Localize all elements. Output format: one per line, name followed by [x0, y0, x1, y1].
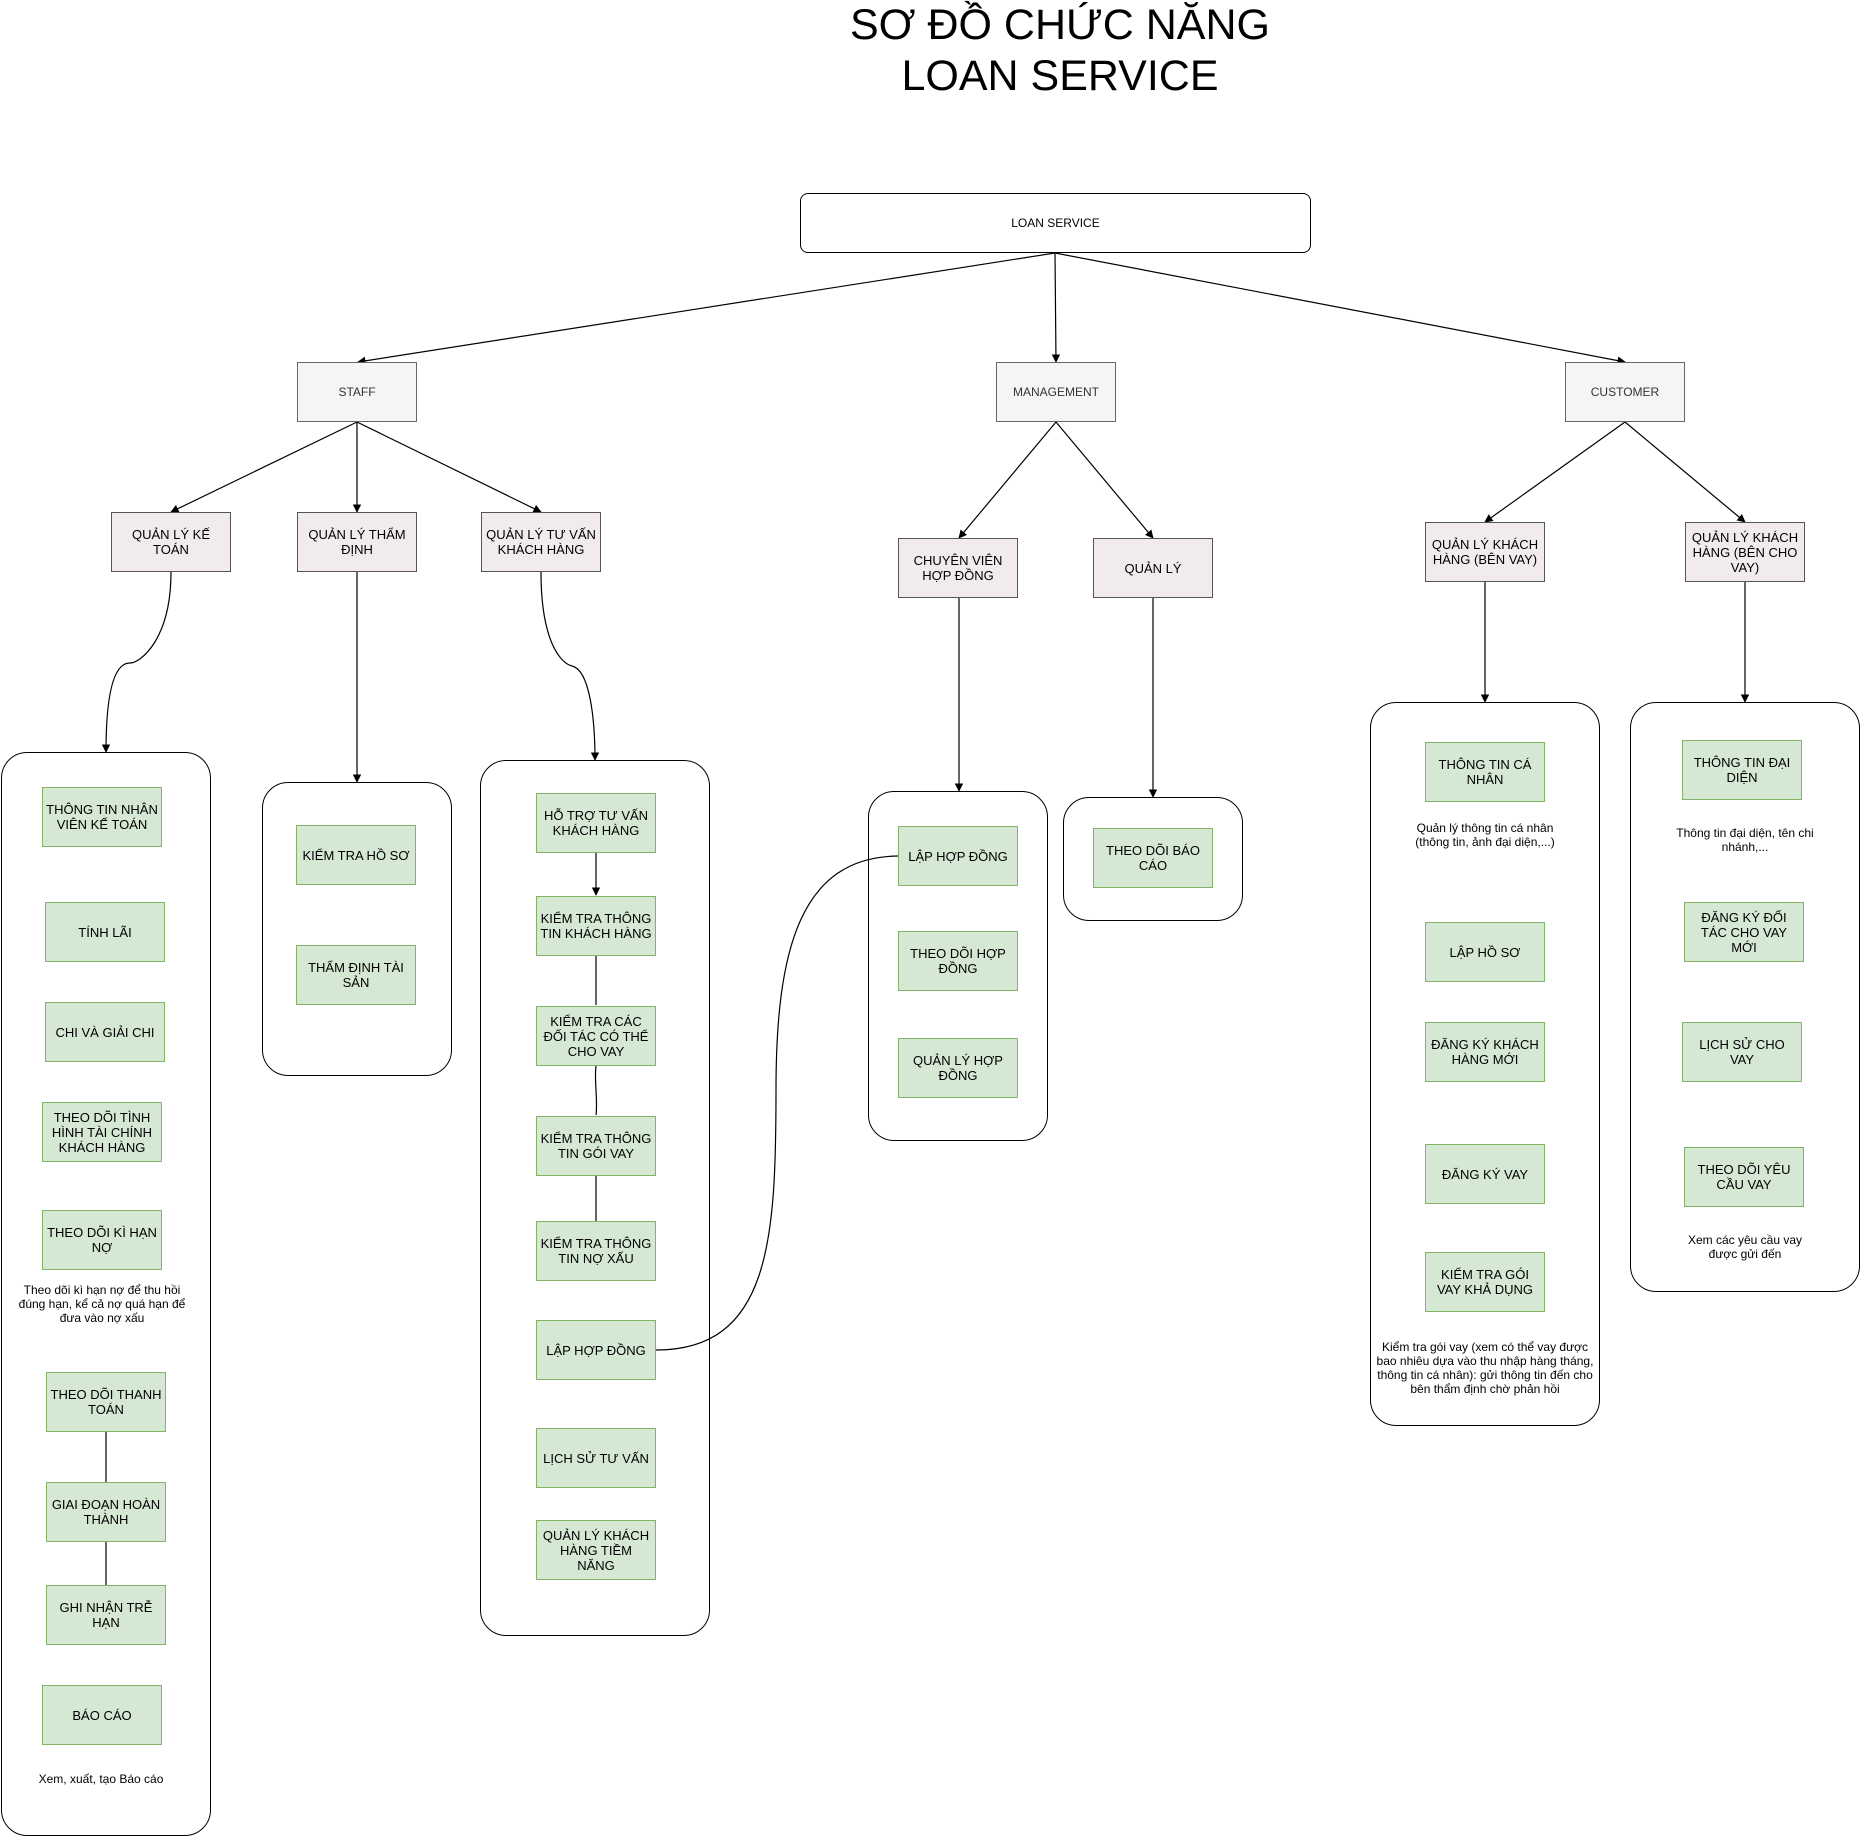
container-chuyen-vien — [868, 791, 1048, 1141]
container-quan-ly — [1063, 797, 1243, 921]
item-kiem-tra-thong-tin-goi-vay[interactable]: KIỂM TRA THÔNG TIN GÓI VAY — [536, 1116, 656, 1176]
title-line-2: LOAN SERVICE — [901, 52, 1219, 100]
note-yeu-cau-vay: Xem các yêu cầu vay được gửi đến — [1687, 1233, 1803, 1261]
item-quan-ly-khach-hang-tiem-nang[interactable]: QUẢN LÝ KHÁCH HÀNG TIỀM NĂNG — [536, 1520, 656, 1580]
item-lich-su-tu-van[interactable]: LỊCH SỬ TƯ VẤN — [536, 1428, 656, 1488]
item-quan-ly-hop-dong[interactable]: QUẢN LÝ HỢP ĐỒNG — [898, 1038, 1018, 1098]
item-ghi-nhan-tre-han[interactable]: GHI NHẬN TRỄ HẠN — [46, 1585, 166, 1645]
item-theo-doi-hop-dong[interactable]: THEO DÕI HỢP ĐỒNG — [898, 931, 1018, 991]
diagram-title: SƠ ĐỒ CHỨC NĂNG LOAN SERVICE — [760, 0, 1360, 102]
edge-doitac-goivay — [594, 1065, 598, 1116]
item-tham-dinh-tai-san[interactable]: THẨM ĐỊNH TÀI SẢN — [296, 945, 416, 1005]
item-tinh-lai[interactable]: TÍNH LÃI — [45, 902, 165, 962]
item-dang-ky-khach-hang-moi[interactable]: ĐĂNG KÝ KHÁCH HÀNG MỚI — [1425, 1022, 1545, 1082]
group-khach-hang-ben-cho-vay[interactable]: QUẢN LÝ KHÁCH HÀNG (BÊN CHO VAY) — [1685, 522, 1805, 582]
item-ho-tro-tu-van[interactable]: HỖ TRỢ TƯ VẤN KHÁCH HÀNG — [536, 793, 656, 853]
edge-laphopdong-link — [655, 855, 899, 1351]
edge-customer-benvay — [1484, 421, 1626, 523]
item-lich-su-cho-vay[interactable]: LỊCH SỬ CHO VAY — [1682, 1022, 1802, 1082]
item-thong-tin-ca-nhan[interactable]: THÔNG TIN CÁ NHÂN — [1425, 742, 1545, 802]
item-bao-cao[interactable]: BÁO CÁO — [42, 1685, 162, 1745]
container-ben-vay — [1370, 702, 1600, 1426]
container-tham-dinh — [262, 782, 452, 1076]
item-lap-hop-dong-tu-van[interactable]: LẬP HỢP ĐỒNG — [536, 1320, 656, 1380]
item-theo-doi-thanh-toan[interactable]: THEO DÕI THANH TOÁN — [46, 1372, 166, 1432]
item-kiem-tra-thong-tin-khach-hang[interactable]: KIỂM TRA THÔNG TIN KHÁCH HÀNG — [536, 896, 656, 956]
group-quan-ly-tu-van[interactable]: QUẢN LÝ TƯ VẤN KHÁCH HÀNG — [481, 512, 601, 572]
container-tu-van — [480, 760, 710, 1636]
item-kiem-tra-ho-so[interactable]: KIỂM TRA HỒ SƠ — [296, 825, 416, 885]
actor-customer[interactable]: CUSTOMER — [1565, 362, 1685, 422]
note-bao-cao: Xem, xuất, tạo Báo cáo — [38, 1772, 164, 1786]
edge-staff-tuvan — [356, 421, 542, 513]
group-quan-ly-ke-toan[interactable]: QUẢN LÝ KẾ TOÁN — [111, 512, 231, 572]
item-lap-ho-so[interactable]: LẬP HỒ SƠ — [1425, 922, 1545, 982]
root-node-loan-service[interactable]: LOAN SERVICE — [800, 193, 1311, 253]
edge-root-customer — [1054, 252, 1626, 365]
item-kiem-tra-goi-vay-kha-dung[interactable]: KIỂM TRA GÓI VAY KHẢ DỤNG — [1425, 1252, 1545, 1312]
container-ben-cho-vay — [1630, 702, 1860, 1292]
group-quan-ly[interactable]: QUẢN LÝ — [1093, 538, 1213, 598]
item-giai-doan-hoan-thanh[interactable]: GIAI ĐOẠN HOÀN THÀNH — [46, 1482, 166, 1542]
item-kiem-tra-doi-tac[interactable]: KIỂM TRA CÁC ĐỐI TÁC CÓ THỂ CHO VAY — [536, 1006, 656, 1066]
note-kiem-tra-goi-vay: Kiểm tra gói vay (xem có thể vay được ba… — [1376, 1340, 1594, 1396]
edge-customer-benchovay — [1624, 421, 1746, 523]
edge-ketoan-container — [101, 571, 172, 753]
item-dang-ky-doi-tac-cho-vay-moi[interactable]: ĐĂNG KÝ ĐỐI TÁC CHO VAY MỚI — [1684, 902, 1804, 962]
edge-tuvan-container — [540, 571, 600, 761]
note-thong-tin-dai-dien: Thông tin đại diện, tên chi nhánh,... — [1676, 826, 1814, 854]
item-theo-doi-ki-han-no[interactable]: THEO DÕI KÌ HẠN NỢ — [42, 1210, 162, 1270]
actor-management[interactable]: MANAGEMENT — [996, 362, 1116, 422]
group-quan-ly-tham-dinh[interactable]: QUẢN LÝ THẨM ĐỊNH — [297, 512, 417, 572]
edge-staff-ketoan — [170, 421, 358, 513]
note-ki-han-no: Theo dõi kì hạn nợ để thu hồi đúng hạn, … — [18, 1283, 186, 1325]
edge-root-management — [1051, 252, 1061, 363]
item-thong-tin-nhan-vien-ke-toan[interactable]: THÔNG TIN NHÂN VIÊN KẾ TOÁN — [42, 787, 162, 847]
title-line-1: SƠ ĐỒ CHỨC NĂNG — [849, 1, 1270, 49]
note-thong-tin-ca-nhan: Quản lý thông tin cá nhân (thông tin, ản… — [1415, 821, 1555, 849]
item-theo-doi-tinh-hinh-tai-chinh[interactable]: THEO DÕI TÌNH HÌNH TÀI CHÍNH KHÁCH HÀNG — [42, 1102, 162, 1162]
actor-staff[interactable]: STAFF — [297, 362, 417, 422]
edge-root-staff — [357, 252, 1056, 365]
edge-management-chuyenvien — [958, 421, 1057, 539]
item-dang-ky-vay[interactable]: ĐĂNG KÝ VAY — [1425, 1144, 1545, 1204]
item-theo-doi-yeu-cau-vay[interactable]: THEO DÕI YÊU CẦU VAY — [1684, 1147, 1804, 1207]
item-chi-va-giai-chi[interactable]: CHI VÀ GIẢI CHI — [45, 1002, 165, 1062]
item-thong-tin-dai-dien[interactable]: THÔNG TIN ĐẠI DIỆN — [1682, 740, 1802, 800]
group-chuyen-vien-hop-dong[interactable]: CHUYÊN VIÊN HỢP ĐỒNG — [898, 538, 1018, 598]
group-khach-hang-ben-vay[interactable]: QUẢN LÝ KHÁCH HÀNG (BÊN VAY) — [1425, 522, 1545, 582]
item-theo-doi-bao-cao[interactable]: THEO DÕI BÁO CÁO — [1093, 828, 1213, 888]
item-lap-hop-dong[interactable]: LẬP HỢP ĐỒNG — [898, 826, 1018, 886]
edge-management-quanly — [1055, 421, 1154, 539]
item-kiem-tra-no-xau[interactable]: KIỂM TRA THÔNG TIN NỢ XẤU — [536, 1221, 656, 1281]
